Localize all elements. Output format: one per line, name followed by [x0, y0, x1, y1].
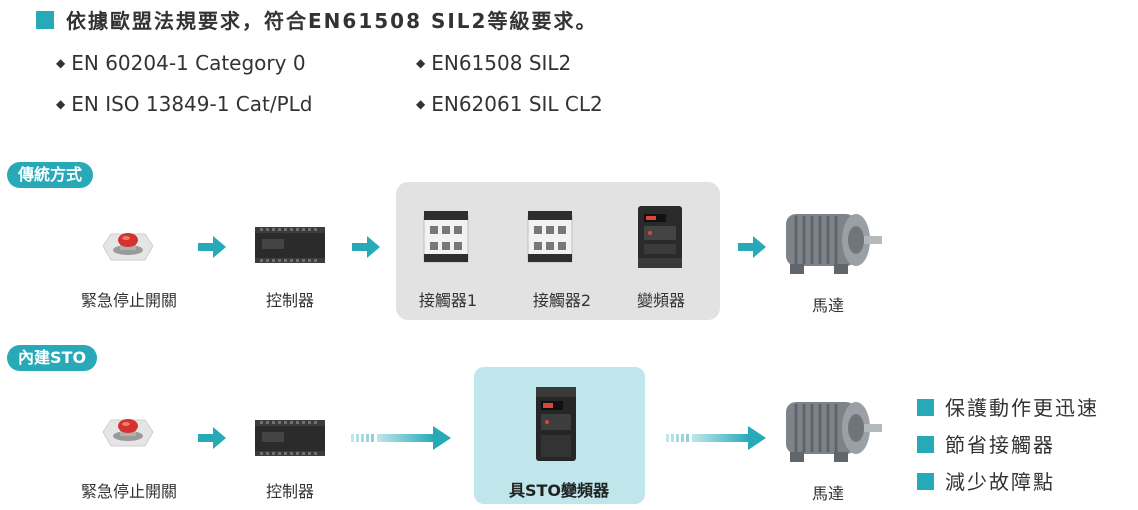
motor-label: 馬達 — [811, 484, 844, 503]
controller-icon — [254, 418, 326, 462]
standard-item: ◆EN62061 SIL CL2 — [416, 92, 603, 116]
controller-label: 控制器 — [265, 291, 314, 310]
flow-arrow-icon — [198, 427, 226, 449]
benefit-item: 保護動作更迅速 — [917, 392, 1099, 421]
heading-square-icon — [36, 11, 54, 29]
motor-icon — [776, 204, 886, 282]
traditional-badge: 傳統方式 — [7, 162, 94, 188]
contactor-icon — [526, 210, 574, 268]
gradient-arrow-icon — [666, 426, 766, 450]
benefit-item: 減少故障點 — [917, 466, 1055, 495]
diamond-bullet-icon: ◆ — [56, 97, 66, 111]
contactor1-label: 接觸器1 — [418, 291, 478, 310]
builtin-sto-badge: 內建STO — [7, 345, 98, 371]
standard-item: ◆EN61508 SIL2 — [416, 51, 572, 75]
estop-button-icon — [99, 414, 157, 454]
estop-label: 緊急停止開關 — [80, 291, 177, 310]
flow-arrow-icon — [352, 236, 380, 258]
estop-button-icon — [99, 228, 157, 268]
sto-inverter-icon — [530, 385, 582, 469]
page-heading: 依據歐盟法規要求，符合EN61508 SIL2等級要求。 — [66, 9, 598, 33]
gradient-arrow-icon — [351, 426, 451, 450]
controller-label: 控制器 — [265, 482, 314, 501]
contactor-icon — [422, 210, 470, 268]
motor-icon — [776, 392, 886, 470]
benefit-square-icon — [917, 436, 934, 453]
contactor2-label: 接觸器2 — [532, 291, 592, 310]
flow-arrow-icon — [198, 236, 226, 258]
inverter-label: 變頻器 — [636, 291, 685, 310]
benefit-square-icon — [917, 473, 934, 490]
flow-arrow-icon — [738, 236, 766, 258]
benefit-item: 節省接觸器 — [917, 429, 1055, 458]
estop-label: 緊急停止開關 — [80, 482, 177, 501]
standard-item: ◆EN ISO 13849-1 Cat/PLd — [56, 92, 313, 116]
diamond-bullet-icon: ◆ — [56, 56, 66, 70]
controller-icon — [254, 225, 326, 269]
sto-inverter-label: 具STO變頻器 — [508, 481, 610, 500]
standard-item: ◆EN 60204-1 Category 0 — [56, 51, 306, 75]
motor-label: 馬達 — [811, 296, 844, 315]
diamond-bullet-icon: ◆ — [416, 97, 426, 111]
benefit-square-icon — [917, 399, 934, 416]
inverter-icon — [634, 204, 686, 274]
diamond-bullet-icon: ◆ — [416, 56, 426, 70]
